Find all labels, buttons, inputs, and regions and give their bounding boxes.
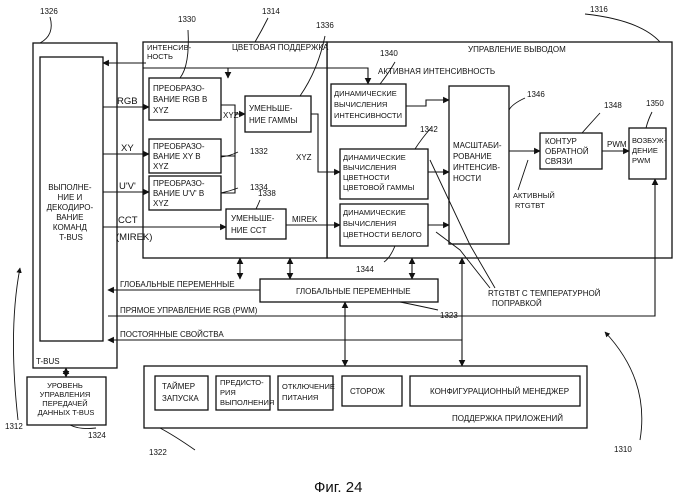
rgb-label: RGB — [117, 96, 138, 107]
xyz-label-a: XYZ — [223, 111, 239, 120]
pwm-label: PWM — [607, 140, 627, 149]
leader-1314 — [255, 18, 268, 42]
ref-1316: 1316 — [590, 5, 608, 14]
output-control-label: УПРАВЛЕНИЕ ВЫВОДОМ — [468, 45, 566, 54]
app-support-label: ПОДДЕРЖКА ПРИЛОЖЕНИЙ — [452, 414, 563, 423]
ref-1344: 1344 — [356, 265, 374, 274]
temp-corr-label-2: ПОПРАВКОЙ — [492, 299, 542, 308]
global-vars-line-label: ГЛОБАЛЬНЫЕ ПЕРЕМЕННЫЕ — [120, 280, 235, 289]
watchdog-text: СТОРОЖ — [350, 387, 385, 396]
gamma-reduction-box — [245, 96, 311, 132]
intensity-label-1: ИНТЕНСИВ- — [147, 43, 192, 52]
cct-label-1: CCT — [118, 215, 138, 226]
leader-1326 — [40, 17, 51, 43]
ref-1342: 1342 — [420, 125, 438, 134]
ref-1348: 1348 — [604, 101, 622, 110]
ref-1312: 1312 — [5, 422, 23, 431]
active-rgb-label-1: АКТИВНЫЙ — [513, 191, 555, 200]
config-manager-text: КОНФИГУРАЦИОННЫЙ МЕНЕДЖЕР — [430, 387, 569, 396]
mirek-label: MIREK — [292, 215, 318, 224]
uv-label: U'V' — [119, 181, 136, 192]
ref-1310: 1310 — [614, 445, 632, 454]
intensity-label-2: НОСТЬ — [147, 52, 173, 61]
ref-1332: 1332 — [250, 147, 268, 156]
leader-1312 — [13, 268, 20, 420]
ref-1340: 1340 — [380, 49, 398, 58]
ref-1350: 1350 — [646, 99, 664, 108]
color-support-label: ЦВЕТОВАЯ ПОДДЕРЖКА — [232, 43, 329, 52]
const-props-label: ПОСТОЯННЫЕ СВОЙСТВА — [120, 330, 224, 339]
temp-corr-label-1: RTGTBT С ТЕМПЕРАТУРНОЙ — [488, 289, 601, 298]
leader-1323 — [400, 302, 438, 310]
ref-1336: 1336 — [316, 21, 334, 30]
active-intensity-label: АКТИВНАЯ ИНТЕНСИВНОСТЬ — [378, 67, 495, 76]
ref-1322: 1322 — [149, 448, 167, 457]
ref-1338: 1338 — [258, 189, 276, 198]
figure-caption: Фиг. 24 — [314, 479, 362, 496]
active-rgb-label-2: RTGTBT — [515, 201, 545, 210]
leader-1316 — [585, 14, 660, 42]
cct-label-2: (MIREK) — [116, 232, 152, 243]
xyz-label-b: XYZ — [296, 153, 312, 162]
direct-rgb-label: ПРЯМОЕ УПРАВЛЕНИЕ RGB (PWM) — [120, 306, 258, 315]
leader-1310 — [605, 332, 642, 440]
xy-label: XY — [121, 143, 134, 154]
tbus-corner-label: T-BUS — [36, 357, 60, 366]
global-vars-box-text: ГЛОБАЛЬНЫЕ ПЕРЕМЕННЫЕ — [296, 287, 411, 296]
ref-1314: 1314 — [262, 7, 280, 16]
ref-1323: 1323 — [440, 311, 458, 320]
ref-1330: 1330 — [178, 15, 196, 24]
ref-1326: 1326 — [40, 7, 58, 16]
const-props-line — [108, 340, 462, 366]
ref-1346: 1346 — [527, 90, 545, 99]
ref-1324: 1324 — [88, 431, 106, 440]
leader-1322 — [160, 428, 195, 450]
